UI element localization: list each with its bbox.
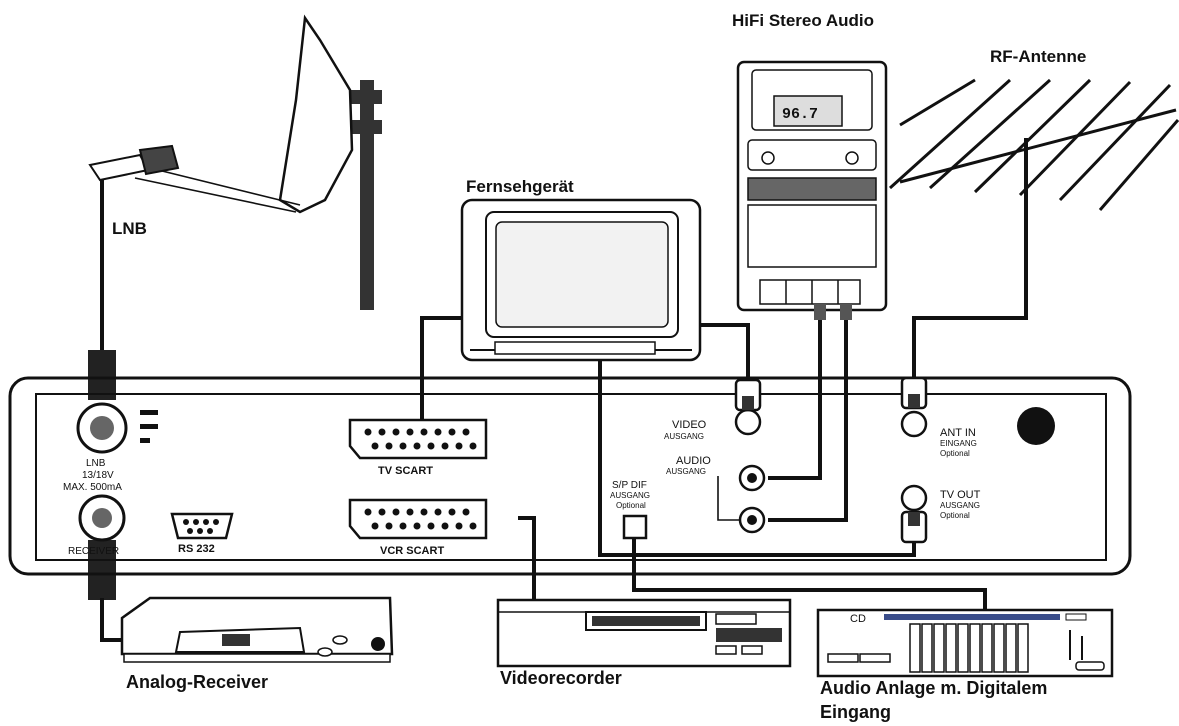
videorecorder-icon — [496, 598, 792, 668]
spdif-sub: AUSGANG — [610, 491, 650, 500]
audio-anlage-label-line2: Eingang — [820, 702, 891, 722]
video-port-icon — [734, 408, 762, 436]
tv-out-label: TV OUT — [940, 489, 981, 501]
ant-in-sub: EINGANG — [940, 439, 977, 448]
hifi-label: HiFi Stereo Audio — [732, 11, 874, 30]
spdif-port-icon — [622, 514, 648, 540]
fernseh-label: Fernsehgerät — [466, 177, 574, 196]
rf-antenne-label: RF-Antenne — [990, 47, 1086, 66]
cd-label: CD — [850, 613, 866, 625]
tv-out-cable — [598, 358, 916, 557]
lnb-label: LNB — [112, 219, 147, 238]
audio-cable-right — [768, 318, 848, 522]
lnb-connector — [88, 350, 116, 400]
tv-scart-label: TV SCART — [378, 465, 433, 477]
videorecorder-label: Videorecorder — [500, 668, 622, 688]
antenna-cable — [912, 138, 1028, 380]
analog-receiver-label: Analog-Receiver — [126, 672, 268, 692]
vcr-scart-label: VCR SCART — [380, 545, 444, 557]
tv-out-port-icon — [900, 484, 928, 512]
tv-icon — [460, 198, 702, 362]
ant-in-label: ANT IN — [940, 427, 976, 439]
analog-receiver-icon — [120, 596, 394, 663]
tv-out-opt: Optional — [940, 511, 970, 520]
hifi-stereo-icon: 96.7 — [736, 60, 888, 320]
receiver-port-label: RECEIVER — [68, 546, 119, 557]
tv-out-sub: AUSGANG — [940, 501, 980, 510]
audio-system-icon — [816, 608, 1114, 678]
spdif-cable — [632, 538, 987, 612]
spdif-opt: Optional — [616, 501, 646, 510]
audio-label: AUDIO — [676, 455, 711, 467]
vcr-scart-port-icon — [348, 498, 488, 540]
receiver-connector — [88, 540, 116, 600]
tv-scart-port-icon — [348, 418, 488, 460]
cables — [88, 138, 1028, 642]
satellite-dish-icon — [88, 14, 382, 310]
receiver-back-panel: LNB 13/18V MAX. 500mA RECEIVER RS 232 TV… — [8, 376, 1132, 576]
ant-in-opt: Optional — [940, 449, 970, 458]
lnb-port-max: MAX. 500mA — [63, 482, 122, 493]
hifi-display: 96.7 — [782, 106, 818, 123]
video-cable — [698, 323, 750, 387]
rs232-label: RS 232 — [178, 543, 215, 555]
audio-sub: AUSGANG — [666, 467, 706, 476]
rs232-port-icon — [170, 512, 234, 540]
audio-anlage-label-line1: Audio Anlage m. Digitalem — [820, 678, 1047, 698]
tv-scart-cable — [420, 316, 464, 422]
video-label: VIDEO — [672, 419, 707, 431]
rf-antenna-icon — [888, 78, 1179, 211]
spdif-label: S/P DIF — [612, 480, 647, 491]
ant-in-port-icon — [900, 410, 928, 438]
lnb-port-title: LNB — [86, 458, 106, 469]
audio-cable-left — [768, 318, 822, 480]
lnb-port-volt: 13/18V — [82, 470, 114, 481]
fan-icon — [1017, 407, 1055, 445]
video-sub: AUSGANG — [664, 432, 704, 441]
